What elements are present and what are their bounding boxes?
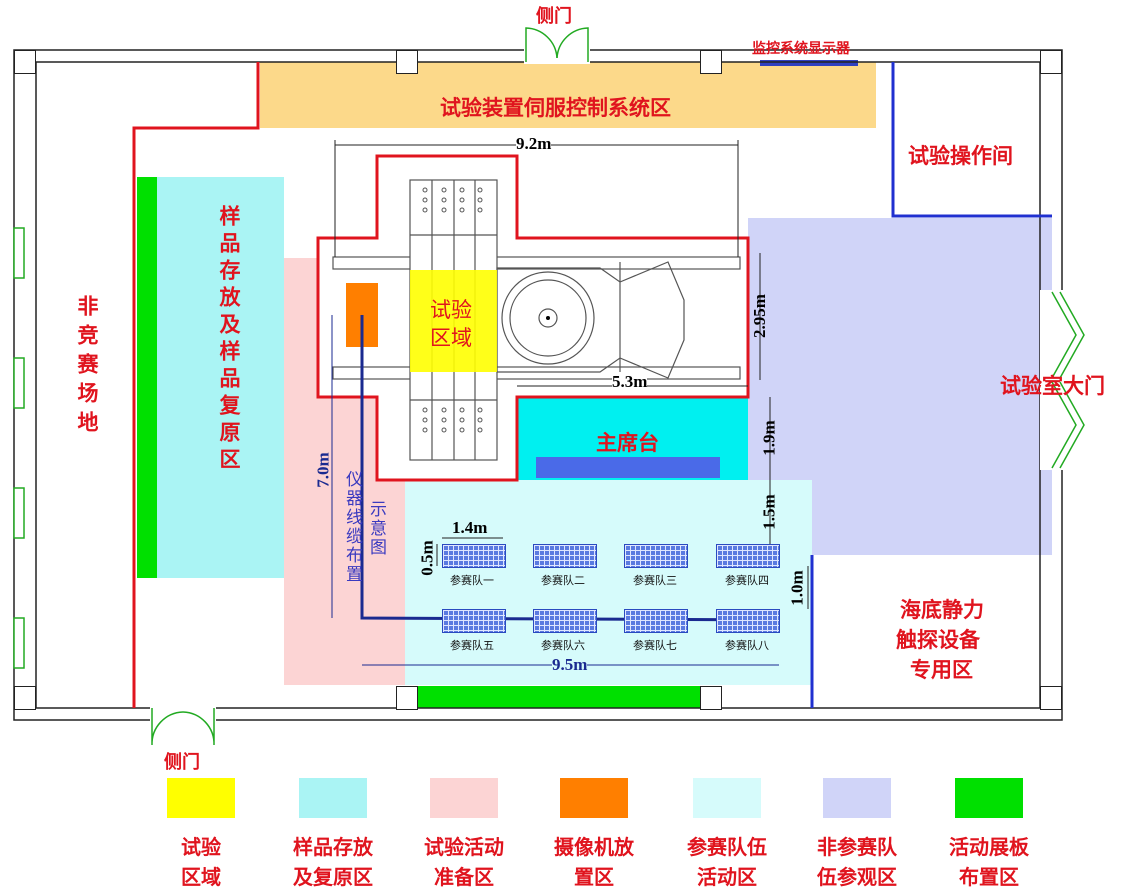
legend-line: 样品存放 <box>293 835 373 859</box>
legend-swatch-sample-storage <box>299 778 367 818</box>
team-table-5 <box>442 609 506 633</box>
team-table-8 <box>716 609 780 633</box>
legend-label-prep: 试验活动准备区 <box>399 832 529 892</box>
test-area-zone <box>410 270 497 372</box>
main-stage-label: 主席台 <box>596 430 659 455</box>
team-table-2 <box>533 544 597 568</box>
legend-label-team: 参赛队伍活动区 <box>662 832 792 892</box>
legend-line: 区域 <box>181 865 221 889</box>
dimension-lines <box>334 140 809 609</box>
windows <box>13 227 25 669</box>
monitor-label: 监控系统显示器 <box>752 41 850 57</box>
seabed-label-3: 专用区 <box>910 657 973 682</box>
team-label-6: 参赛队六 <box>541 639 585 652</box>
dim-rig-length: 5.3m <box>612 372 648 392</box>
seabed-label-1: 海底静力 <box>900 597 984 622</box>
legend-line: 活动区 <box>697 865 757 889</box>
team-label-7: 参赛队七 <box>633 639 677 652</box>
dim-rig-height: 2.95m <box>749 294 769 338</box>
legend-label-display-board: 活动展板布置区 <box>924 832 1054 892</box>
operation-room-wall <box>891 62 1052 218</box>
legend-label-test-area: 试验区域 <box>136 832 266 892</box>
main-stage-seats <box>536 457 720 478</box>
main-door-label: 试验室大门 <box>1000 373 1105 398</box>
legend-line: 准备区 <box>434 865 494 889</box>
pillar <box>700 50 722 74</box>
team-label-5: 参赛队五 <box>450 639 494 652</box>
test-area-label-1: 试验 <box>430 298 472 322</box>
servo-control-zone <box>260 62 876 128</box>
non-competition-label: 非竞赛场地 <box>75 295 100 440</box>
team-activity-zone <box>405 480 812 685</box>
pillar <box>396 686 418 710</box>
pillar <box>1040 50 1062 74</box>
sample-storage-zone <box>157 177 284 578</box>
bottom-door-label: 侧门 <box>164 752 200 773</box>
legend-label-sample-storage: 样品存放及复原区 <box>268 832 398 892</box>
team-label-1: 参赛队一 <box>450 574 494 587</box>
legend-swatch-test-area <box>167 778 235 818</box>
display-board-left <box>137 177 157 578</box>
pillar <box>14 686 36 710</box>
boundary-red <box>132 62 260 708</box>
team-label-4: 参赛队四 <box>725 574 769 587</box>
legend-line: 及复原区 <box>293 865 373 889</box>
test-area-label-2: 区域 <box>430 326 472 350</box>
legend-label-camera: 摄像机放置区 <box>529 832 659 892</box>
pillar <box>700 686 722 710</box>
legend-line: 置区 <box>574 865 614 889</box>
operation-room-label: 试验操作间 <box>908 143 1013 168</box>
legend-line: 非参赛队 <box>817 835 897 859</box>
top-door-label: 侧门 <box>536 6 572 27</box>
legend-swatch-camera <box>560 778 628 818</box>
top-door-icon <box>524 27 590 64</box>
dim-cable-vertical: 7.0m <box>313 452 333 488</box>
team-table-4 <box>716 544 780 568</box>
legend-line: 活动展板 <box>949 835 1029 859</box>
team-label-3: 参赛队三 <box>633 574 677 587</box>
dim-stage-depth: 1.9m <box>759 420 779 456</box>
legend-line: 试验活动 <box>424 835 504 859</box>
pillar <box>1040 686 1062 710</box>
team-table-1 <box>442 544 506 568</box>
team-table-3 <box>624 544 688 568</box>
team-label-8: 参赛队八 <box>725 639 769 652</box>
sample-storage-label: 样品存放及样品复原区 <box>217 205 242 475</box>
dim-gap: 1.5m <box>759 494 779 530</box>
seabed-label-2: 触探设备 <box>896 627 980 652</box>
legend-swatch-display-board <box>955 778 1023 818</box>
dim-width-top: 9.2m <box>516 134 552 154</box>
legend-line: 布置区 <box>959 865 1019 889</box>
legend-swatch-prep <box>430 778 498 818</box>
team-label-2: 参赛队二 <box>541 574 585 587</box>
rig-holes <box>422 187 483 433</box>
cable-label-1: 仪器线缆布置 <box>342 470 362 584</box>
dim-row-gap: 1.0m <box>787 570 807 606</box>
legend-line: 伍参观区 <box>817 865 897 889</box>
monitor-display <box>760 60 858 66</box>
team-table-7 <box>624 609 688 633</box>
legend-swatch-team <box>693 778 761 818</box>
main-door-icon <box>1040 290 1085 470</box>
cable-label-2: 示意图 <box>366 500 386 557</box>
dim-table-width: 1.4m <box>452 518 488 537</box>
bottom-door-icon <box>150 704 216 746</box>
dim-table-depth: 0.5m <box>417 540 437 576</box>
test-area-outline <box>316 154 750 482</box>
display-board-bottom <box>416 686 700 708</box>
legend-swatch-visitor <box>823 778 891 818</box>
legend-label-visitor: 非参赛队伍参观区 <box>792 832 922 892</box>
legend-line: 参赛队伍 <box>687 835 767 859</box>
pillar <box>396 50 418 74</box>
dim-cable-horizontal: 9.5m <box>552 655 588 675</box>
team-table-6 <box>533 609 597 633</box>
test-rig <box>332 179 741 461</box>
legend-line: 试验 <box>181 835 221 859</box>
servo-control-label: 试验装置伺服控制系统区 <box>440 95 671 120</box>
legend-line: 摄像机放 <box>554 835 634 859</box>
pillar <box>14 50 36 74</box>
rig-center-icon <box>546 316 550 320</box>
